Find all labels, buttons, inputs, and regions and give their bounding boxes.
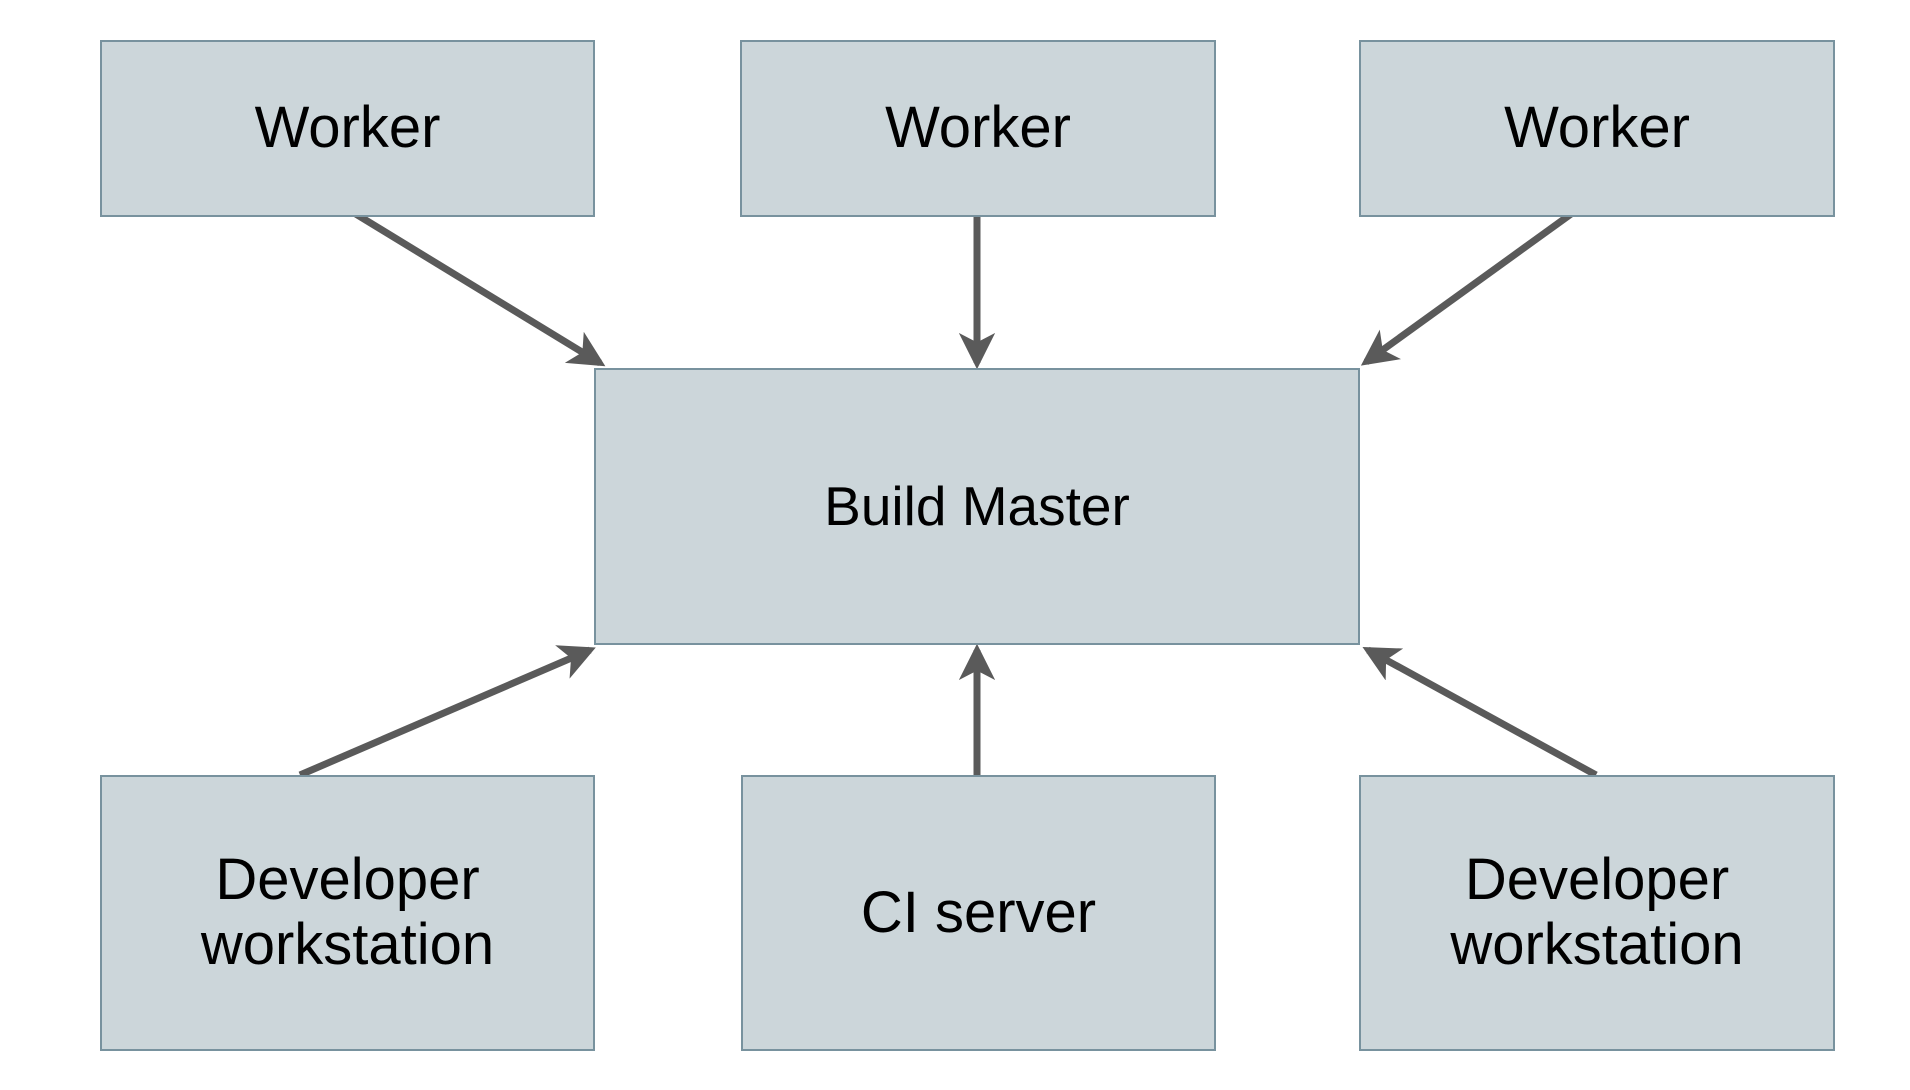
edge-dev-left-to-master: [298, 645, 596, 779]
node-worker-right[interactable]: Worker: [1359, 40, 1835, 217]
node-worker-mid[interactable]: Worker: [740, 40, 1216, 217]
node-build-master[interactable]: Build Master: [594, 368, 1360, 645]
edge-worker-right-to-master: [1360, 193, 1599, 366]
edge-dev-right-to-master: [1362, 646, 1598, 779]
node-worker-left[interactable]: Worker: [100, 40, 595, 217]
node-label: CI server: [860, 879, 1097, 945]
node-label: Worker: [885, 95, 1071, 161]
node-label: Worker: [1504, 95, 1690, 161]
node-label: Developer workstation: [1450, 847, 1744, 977]
node-ci-server[interactable]: CI server: [741, 775, 1216, 1051]
node-developer-workstation-right[interactable]: Developer workstation: [1359, 775, 1835, 1051]
node-label: Build Master: [824, 474, 1130, 537]
node-label: Developer workstation: [200, 847, 495, 977]
node-label: Worker: [254, 95, 441, 161]
node-developer-workstation-left[interactable]: Developer workstation: [100, 775, 595, 1051]
